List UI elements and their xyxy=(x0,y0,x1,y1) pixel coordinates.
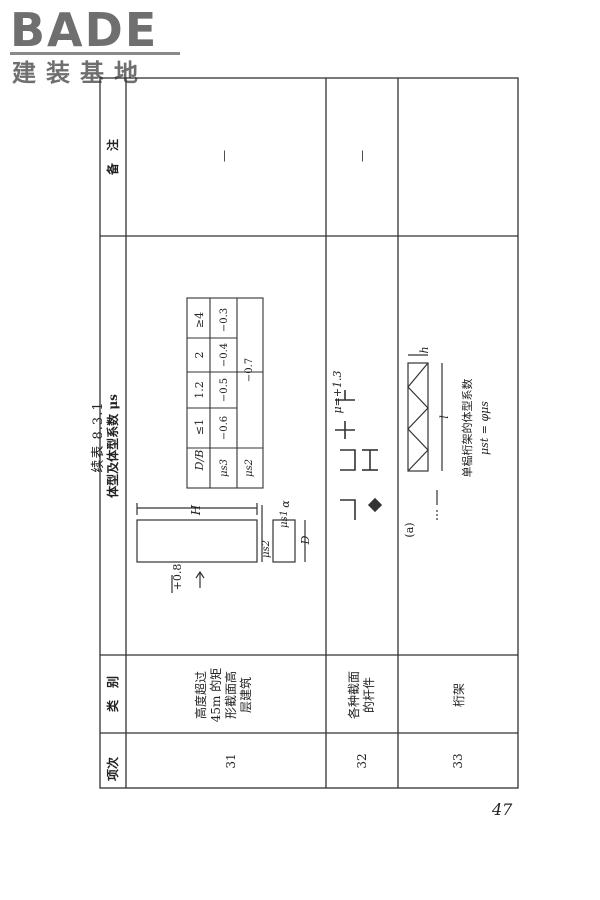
row-33-note xyxy=(451,146,467,166)
building-diagram xyxy=(136,503,306,593)
row-32-category-1: 各种截面 xyxy=(347,671,361,720)
coef-table xyxy=(186,297,264,489)
coef-row1-v1: −0.6 xyxy=(219,415,230,441)
truss-label-l: l xyxy=(438,415,451,419)
row-33-category: 桁架 xyxy=(452,683,466,708)
header-category: 类 别 xyxy=(106,676,120,713)
row-31-category-2: 45m 的矩 xyxy=(209,667,223,723)
page-number: 47 xyxy=(492,800,513,819)
coef-row1-label: μs3 xyxy=(219,459,230,477)
row-31-category-1: 高度超过 xyxy=(194,671,208,720)
coef-row1-v4: −0.3 xyxy=(219,307,230,333)
header-shape: 体型及体型系数 μs xyxy=(106,394,120,498)
brand-logo: BADE 建装基地 xyxy=(10,6,180,90)
brand-wordmark: BADE xyxy=(10,3,159,57)
row-31-no: 31 xyxy=(224,753,238,769)
truss-diagram xyxy=(407,354,443,520)
truss-label-h: h xyxy=(418,346,431,354)
row-33-no: 33 xyxy=(451,753,465,769)
truss-outline xyxy=(407,362,429,472)
label-mu-s2: μs2 xyxy=(261,540,272,558)
row-32-category-2: 的杆件 xyxy=(362,677,376,714)
building-rect xyxy=(136,519,258,563)
coef-header-1: ≤1 xyxy=(193,418,206,436)
channel-shape xyxy=(340,449,356,471)
coef-header-2: 1.2 xyxy=(193,381,206,399)
row-31-note: — xyxy=(217,150,231,162)
coef-header-4: ≥4 xyxy=(193,311,206,329)
coef-header-db: D/B xyxy=(193,449,206,471)
diamond-shape xyxy=(367,497,383,513)
section-shapes xyxy=(335,390,378,520)
label-H: H xyxy=(189,504,203,516)
table-border xyxy=(99,77,519,789)
brand-subtitle: 建装基地 xyxy=(12,59,148,87)
truss-label-a: (a) xyxy=(403,522,416,538)
label-D: D xyxy=(299,535,312,545)
row-31-category-3: 形截面高 xyxy=(224,671,238,720)
coef-row1-v2: −0.5 xyxy=(219,377,230,403)
header-note: 备 注 xyxy=(106,139,120,176)
section-coefficient: μ=+1.3 xyxy=(331,370,344,414)
row-32-note: — xyxy=(355,150,369,162)
small-rect xyxy=(272,519,296,563)
coef-row2-label: μs2 xyxy=(244,459,255,477)
header-no: 项次 xyxy=(106,757,120,782)
coef-row1-v3: −0.4 xyxy=(219,342,230,368)
label-alpha: α xyxy=(279,500,292,508)
row-31-category-4: 层建筑 xyxy=(239,677,253,714)
truss-formula: μst = φμs xyxy=(478,401,491,455)
truss-web xyxy=(407,362,429,472)
coef-row2-v1: −0.7 xyxy=(244,357,255,383)
coef-header-3: 2 xyxy=(193,351,206,359)
label-front: +0.8 xyxy=(171,563,184,591)
angle-shape xyxy=(340,499,356,520)
truss-title: 单榀桁架的体型系数 xyxy=(461,378,474,478)
brand-divider xyxy=(10,52,180,55)
row-32-no: 32 xyxy=(355,753,369,769)
